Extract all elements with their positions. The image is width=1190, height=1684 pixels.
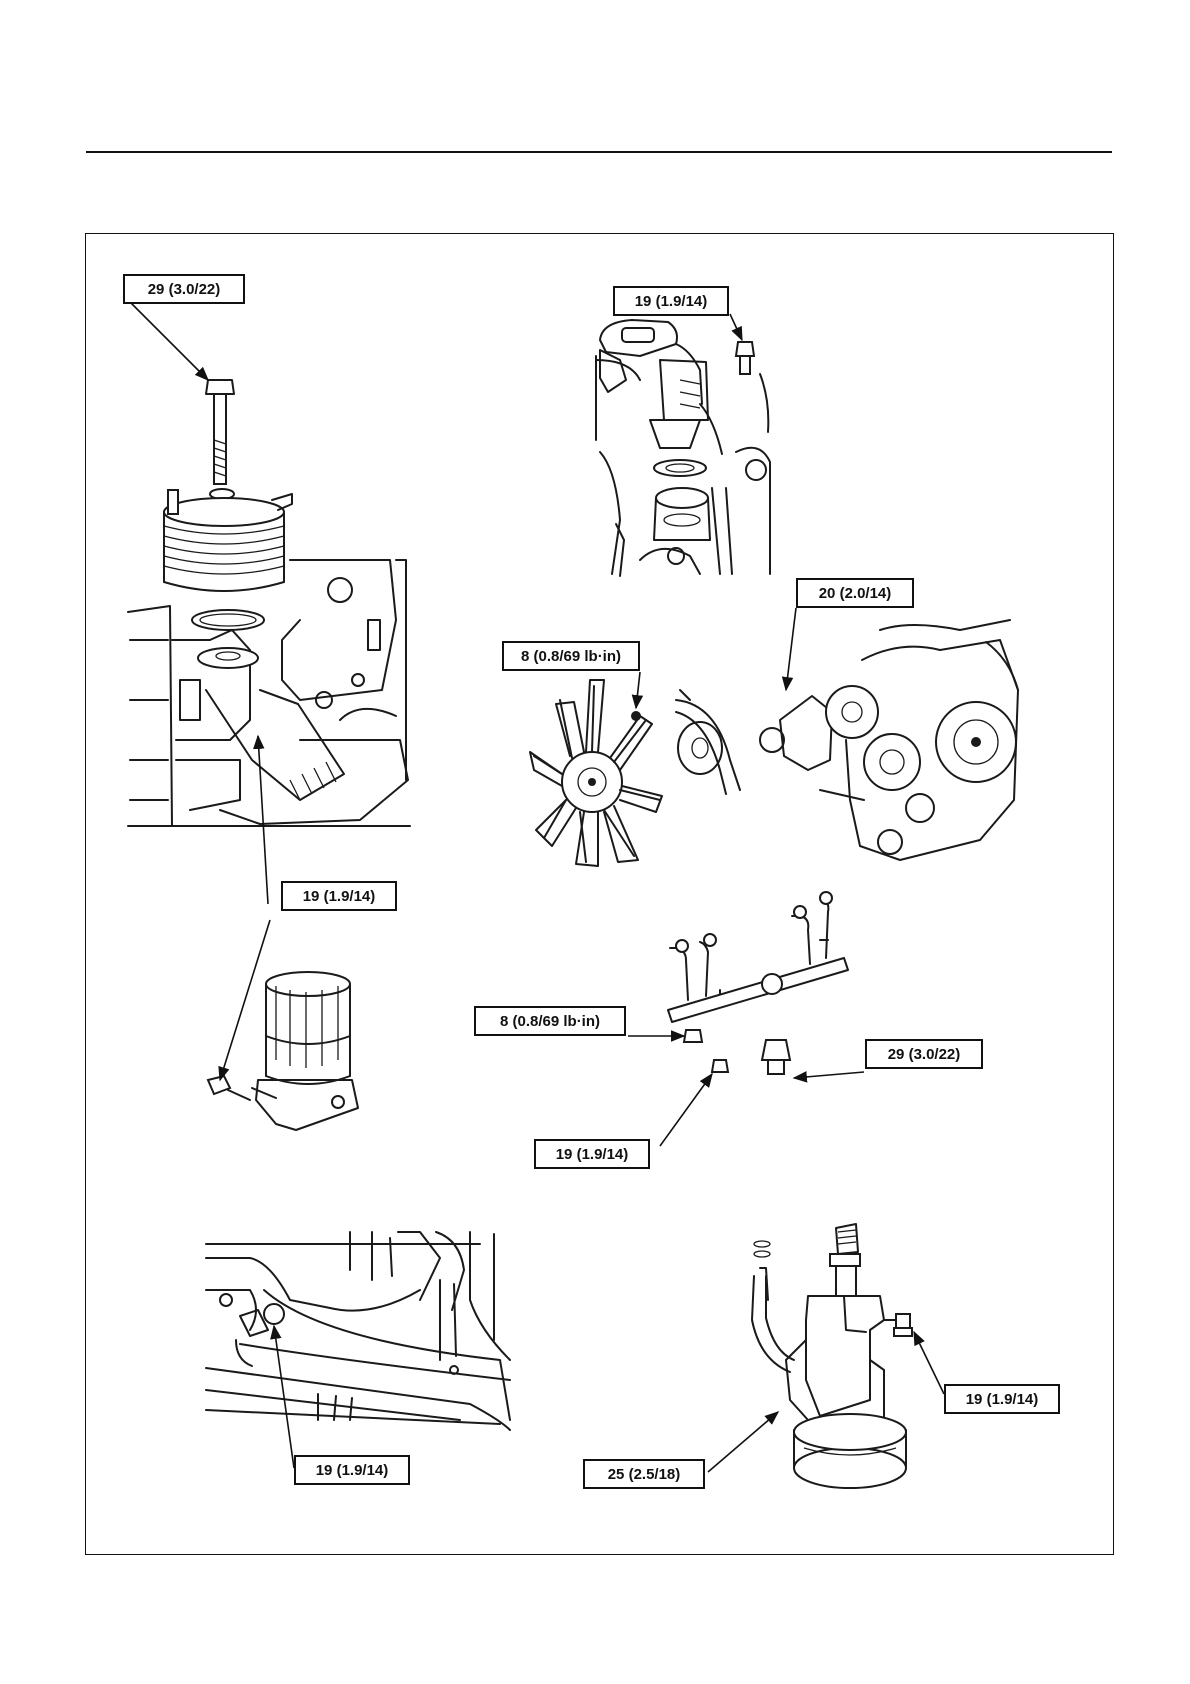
oil-filter-assembly [208,972,358,1130]
oil-cooler-assembly [128,380,410,826]
label-fan-nut: 8 (0.8/69 lb·in) [502,641,640,671]
label-water-pump-bolt: 20 (2.0/14) [796,578,914,608]
oil-jet-assembly [668,892,848,1074]
label-oil-cooler-bolt: 29 (3.0/22) [123,274,245,304]
label-oil-pump-pipe: 25 (2.5/18) [583,1459,705,1489]
label-oil-pump-bolt: 19 (1.9/14) [944,1384,1060,1414]
label-oil-pipe-clamp-bolt: 19 (1.9/14) [294,1455,410,1485]
thermostat-assembly [596,320,770,576]
water-pump-assembly [760,620,1018,860]
label-oil-jet-relief-bolt: 29 (3.0/22) [865,1039,983,1069]
label-thermostat-bolt: 19 (1.9/14) [613,286,729,316]
oil-pump-assembly [752,1224,912,1488]
label-oil-jet-screw: 8 (0.8/69 lb·in) [474,1006,626,1036]
fan-assembly [530,680,740,866]
oil-pipe-assembly [206,1232,510,1430]
label-oil-jet-bolt: 19 (1.9/14) [534,1139,650,1169]
label-oil-cooler-body-bolt: 19 (1.9/14) [281,881,397,911]
